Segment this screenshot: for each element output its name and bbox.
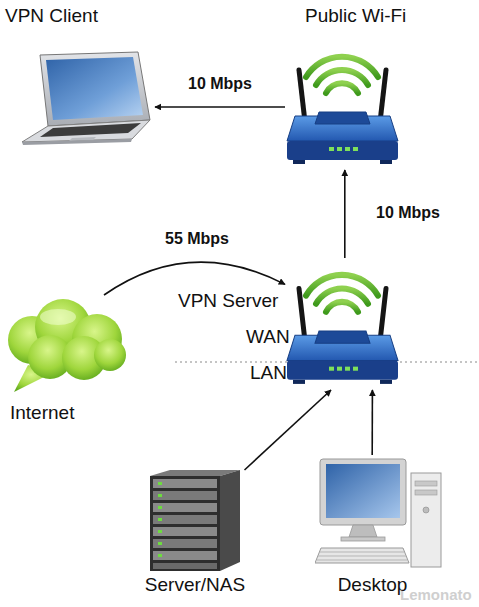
illustration-part bbox=[153, 551, 217, 560]
node-label: Desktop bbox=[315, 574, 430, 596]
vpn-router-icon bbox=[285, 258, 400, 390]
laptop-node: VPN Client bbox=[20, 50, 155, 145]
illustration-part bbox=[46, 57, 143, 120]
illustration-part bbox=[150, 476, 220, 571]
illustration-part bbox=[353, 367, 358, 371]
vpn-router-node: VPN Server bbox=[285, 258, 400, 390]
illustration-part bbox=[316, 70, 368, 85]
illustration-part bbox=[380, 288, 386, 341]
node-label: Internet bbox=[10, 402, 120, 424]
illustration-part bbox=[320, 459, 406, 525]
illustration-part bbox=[411, 473, 441, 567]
illustration-part bbox=[320, 552, 404, 553]
illustration-part bbox=[293, 380, 305, 384]
illustration-part bbox=[158, 530, 162, 533]
internet-cloud-node: Internet bbox=[0, 295, 130, 395]
illustration-part bbox=[341, 537, 385, 541]
server-rack-icon bbox=[140, 470, 250, 572]
node-label: VPN Client bbox=[5, 5, 165, 27]
link-arrow bbox=[245, 390, 332, 470]
link-arrow bbox=[344, 170, 346, 258]
illustration-part bbox=[423, 507, 429, 513]
illustration-part bbox=[40, 123, 141, 137]
wifi-router-node: Public Wi-Fi bbox=[285, 40, 400, 170]
illustration-part bbox=[287, 361, 398, 380]
node-label: Public Wi-Fi bbox=[305, 5, 465, 27]
link-arrow bbox=[371, 390, 373, 455]
illustration-part bbox=[315, 548, 409, 563]
illustration-part bbox=[415, 490, 437, 495]
wifi-router-icon bbox=[285, 40, 400, 170]
illustration-part bbox=[153, 515, 217, 524]
illustration-part bbox=[315, 112, 370, 124]
bandwidth-label: 10 Mbps bbox=[188, 74, 252, 93]
illustration-part bbox=[349, 525, 377, 537]
illustration-part bbox=[158, 518, 162, 521]
illustration-part bbox=[326, 83, 358, 93]
illustration-part bbox=[158, 482, 162, 485]
illustration-part bbox=[315, 331, 370, 343]
illustration-part bbox=[380, 160, 392, 164]
illustration-part bbox=[345, 367, 350, 371]
node-label: VPN Server bbox=[178, 290, 303, 312]
illustration-part bbox=[40, 309, 76, 325]
watermark: Lemonato bbox=[400, 586, 472, 604]
illustration-part bbox=[293, 160, 305, 164]
illustration-part bbox=[318, 556, 406, 557]
illustration-part bbox=[158, 506, 162, 509]
illustration-part bbox=[153, 563, 217, 569]
desktop-node: Desktop bbox=[315, 455, 445, 572]
illustration-part bbox=[353, 147, 358, 151]
illustration-part bbox=[345, 147, 350, 151]
illustration-part bbox=[40, 52, 150, 126]
illustration-part bbox=[415, 481, 437, 486]
illustration-part bbox=[94, 339, 126, 371]
illustration-part bbox=[317, 560, 407, 561]
illustration-part bbox=[380, 380, 392, 384]
internet-cloud-icon bbox=[0, 295, 130, 395]
wan-label: WAN bbox=[246, 326, 290, 348]
illustration-part bbox=[153, 503, 217, 512]
illustration-part bbox=[287, 141, 398, 160]
illustration-part bbox=[326, 464, 400, 518]
illustration-part bbox=[299, 288, 305, 341]
illustration-part bbox=[329, 147, 334, 151]
illustration-part bbox=[153, 539, 217, 548]
server-node: Server/NAS bbox=[140, 470, 250, 572]
illustration-part bbox=[299, 70, 305, 122]
illustration-part bbox=[158, 494, 162, 497]
laptop-icon bbox=[20, 50, 155, 145]
illustration-part bbox=[337, 367, 342, 371]
link-arrow bbox=[155, 106, 285, 108]
illustration-part bbox=[220, 470, 240, 571]
illustration-part bbox=[306, 275, 378, 296]
illustration-part bbox=[380, 70, 386, 122]
bandwidth-label: 55 Mbps bbox=[165, 229, 229, 248]
illustration-part bbox=[326, 302, 358, 312]
desktop-computer-icon bbox=[315, 455, 445, 572]
illustration-part bbox=[153, 479, 217, 488]
illustration-part bbox=[316, 288, 368, 303]
illustration-part bbox=[8, 299, 126, 392]
lan-label: LAN bbox=[250, 362, 287, 384]
node-label: Server/NAS bbox=[130, 574, 260, 596]
illustration-part bbox=[153, 491, 217, 500]
illustration-part bbox=[329, 367, 334, 371]
bandwidth-label: 10 Mbps bbox=[376, 203, 440, 222]
illustration-part bbox=[337, 147, 342, 151]
illustration-part bbox=[158, 542, 162, 545]
illustration-part bbox=[22, 120, 150, 142]
illustration-part bbox=[153, 527, 217, 536]
illustration-part bbox=[158, 554, 162, 557]
illustration-part bbox=[22, 139, 132, 145]
illustration-part bbox=[306, 57, 378, 77]
